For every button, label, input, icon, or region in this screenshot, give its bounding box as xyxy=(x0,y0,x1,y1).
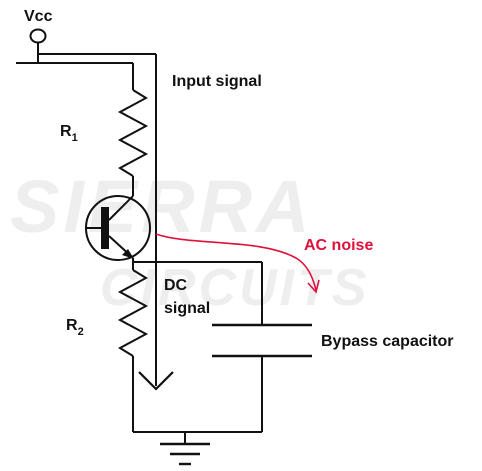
resistor-r2 xyxy=(117,269,149,357)
vcc-label: Vcc xyxy=(24,8,53,25)
emitter-node-wires xyxy=(132,258,263,325)
ac-noise-arrow xyxy=(155,233,320,294)
input-signal-arrow xyxy=(38,53,174,391)
watermark-line1: SIERRA xyxy=(10,165,314,248)
r2-label-subscript: 2 xyxy=(78,326,84,338)
r1-label-subscript: 1 xyxy=(72,132,78,144)
transistor-npn xyxy=(85,195,151,261)
resistor-r1 xyxy=(117,89,149,177)
r2-label-letter: R xyxy=(66,317,78,334)
bypass-capacitor xyxy=(212,323,312,358)
vcc-terminal xyxy=(29,28,47,63)
transistor-base-bar xyxy=(101,207,109,249)
r1-label-letter: R xyxy=(60,123,72,140)
r1-label: R1 xyxy=(60,123,78,144)
ground xyxy=(133,431,262,466)
top-rail xyxy=(16,62,134,90)
dc-label-line1: DC xyxy=(164,277,188,294)
vcc-terminal-circle xyxy=(29,28,47,44)
sierra-circuits-watermark: SIERRA CIRCUITS xyxy=(10,165,367,317)
input-signal-label: Input signal xyxy=(172,73,262,90)
emitter-arrow-icon xyxy=(122,249,134,259)
transistor-collector xyxy=(108,195,134,221)
bypass-capacitor-label: Bypass capacitor xyxy=(321,333,454,350)
dc-label-line2: signal xyxy=(164,300,210,317)
r2-label: R2 xyxy=(66,317,84,338)
ac-noise-label: AC noise xyxy=(304,237,373,254)
